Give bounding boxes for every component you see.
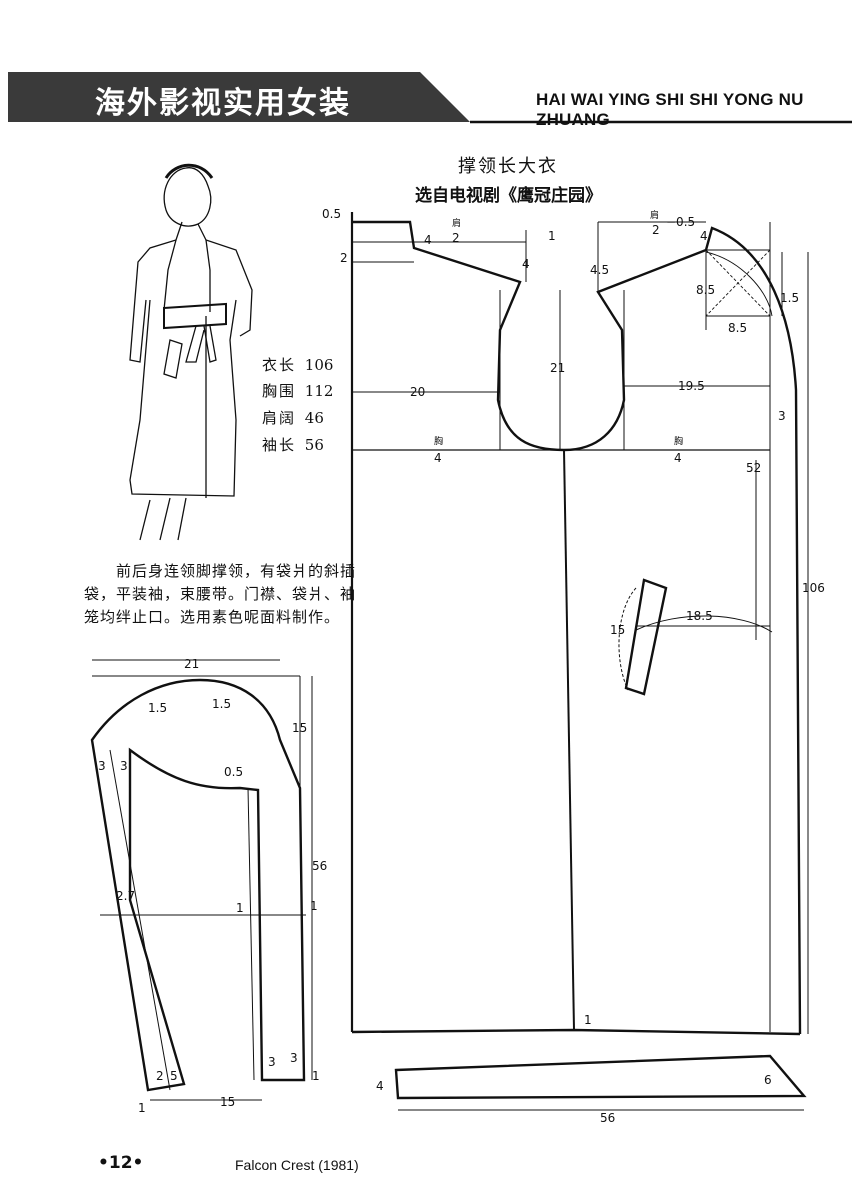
dim-label: 3 — [290, 1051, 298, 1065]
pocket-bag-guide — [618, 587, 637, 691]
dim-label: 3 — [120, 759, 128, 773]
sleeve-pattern — [90, 659, 313, 1101]
measurement-row: 袖长 56 — [262, 434, 372, 455]
dim-label: 21 — [184, 657, 199, 671]
banner-title: 海外影视实用女装 — [95, 86, 351, 121]
measurement-value: 46 — [304, 409, 324, 427]
dim-label: 3 — [778, 409, 786, 423]
sleeve-inner-guide — [247, 787, 255, 1081]
measurement-value: 56 — [304, 436, 324, 454]
dim-label: 20 — [410, 385, 425, 399]
dim-label: 18.5 — [686, 609, 713, 623]
dim-label: 0.5 — [224, 765, 243, 779]
hair-sketch — [164, 163, 214, 179]
dim-label: 1 — [310, 899, 318, 913]
legs-sketch — [139, 497, 187, 541]
measurement-value: 106 — [304, 356, 334, 374]
pattern-title: 撑领长大衣 — [458, 156, 558, 177]
measurement-label: 胸围 — [262, 382, 297, 400]
caption: Falcon Crest (1981) — [235, 1157, 359, 1173]
dim-label: 8.5 — [696, 283, 715, 297]
belt-tie-sketch — [185, 325, 217, 363]
dim-label: 15 — [220, 1095, 235, 1109]
dim-label: 56 — [312, 859, 327, 873]
measurement-label: 衣长 — [262, 356, 297, 374]
page-number: •12• — [98, 1153, 144, 1173]
sleeve-cap-guide — [91, 679, 281, 741]
sleeve-front-guide — [109, 749, 171, 1091]
front-back-bodice-pattern — [350, 212, 809, 1036]
dim-label: 2 — [340, 251, 348, 265]
measurement-label: 肩阔 — [262, 409, 297, 427]
neck-armhole-outline — [352, 220, 802, 1035]
dim-label: 4 — [674, 451, 682, 465]
banner-pinyin: HAI WAI YING SHI SHI YONG NU ZHUANG — [536, 90, 804, 129]
belt-pattern — [394, 1054, 807, 1111]
dim-label: −0.5 — [666, 215, 695, 229]
pocket-sketch — [163, 339, 183, 379]
measurement-row: 胸围 112 — [262, 380, 372, 401]
dim-label: 4 — [700, 229, 708, 243]
dim-label: 4 — [522, 257, 530, 271]
dim-label: 19.5 — [678, 379, 705, 393]
coat-body-sketch — [129, 299, 237, 497]
dim-label: 2 — [452, 231, 460, 245]
belt-outline — [394, 1054, 807, 1100]
dim-label: 3 — [268, 1055, 276, 1069]
dim-label: 52 — [746, 461, 761, 475]
measurement-row: 肩阔 46 — [262, 407, 372, 428]
dim-label: 1 — [312, 1069, 320, 1083]
dim-label: 5 — [170, 1069, 178, 1083]
sleeve-outline — [90, 678, 306, 1092]
neck-box-diagonal — [705, 249, 771, 317]
dim-label: 4 — [424, 233, 432, 247]
dim-label: 6 — [764, 1073, 772, 1087]
dim-label: 1 — [138, 1101, 146, 1115]
title-band-background — [8, 72, 470, 122]
dim-label: 1.5 — [148, 701, 167, 715]
dim-label: 2.7 — [116, 889, 135, 903]
dim-label: 8.5 — [728, 321, 747, 335]
dim-label: 2 — [156, 1069, 164, 1083]
measurement-row: 衣长 106 — [262, 354, 372, 375]
coat-figure-illustration — [129, 163, 253, 541]
header-band — [8, 72, 852, 124]
measurement-label: 袖长 — [262, 436, 297, 454]
dimension-labels: 0.5 2 4 肩 2 1 4 4.5 肩 2 −0.5 4 8.5 1.5 8… — [98, 207, 825, 1125]
dim-label: 15 — [292, 721, 307, 735]
dim-label: 15 — [610, 623, 625, 637]
dim-label: 56 — [600, 1111, 615, 1125]
shoulder-sketch — [129, 221, 253, 363]
dim-label: 4 — [376, 1079, 384, 1093]
dim-label: 106 — [802, 581, 825, 595]
dim-label: 2 — [652, 223, 660, 237]
head-sketch — [163, 167, 212, 227]
hem-line — [351, 1028, 801, 1036]
side-seam-line — [563, 449, 575, 1031]
description-text: 前后身连领脚撑领，有袋爿的斜插袋，平装袖，束腰带。门襟、袋爿、袖笼均绊止口。选用… — [84, 562, 357, 626]
neck-arc-guide — [705, 251, 773, 317]
dim-label: 4 — [434, 451, 442, 465]
measurement-value: 112 — [304, 382, 334, 400]
dim-label: 胸 — [674, 435, 683, 447]
dim-label: 1 — [236, 901, 244, 915]
dim-label: 1.5 — [780, 291, 799, 305]
dim-label: 1 — [548, 229, 556, 243]
pocket-welt — [624, 578, 668, 696]
pattern-subtitle: 选自电视剧《鹰冠庄园》 — [415, 186, 602, 206]
dim-label: 1 — [584, 1013, 592, 1027]
pocket-arc-guide — [635, 615, 773, 633]
dim-label: 0.5 — [322, 207, 341, 221]
dim-label: 肩 — [650, 209, 659, 221]
dim-label: 4.5 — [590, 263, 609, 277]
collar-sketch — [163, 239, 211, 312]
dim-label: 21 — [550, 361, 565, 375]
dim-label: 3 — [98, 759, 106, 773]
dim-label: 胸 — [434, 435, 443, 447]
dim-label: 1.5 — [212, 697, 231, 711]
belt-sketch — [163, 302, 227, 330]
dim-label: 肩 — [452, 217, 461, 229]
